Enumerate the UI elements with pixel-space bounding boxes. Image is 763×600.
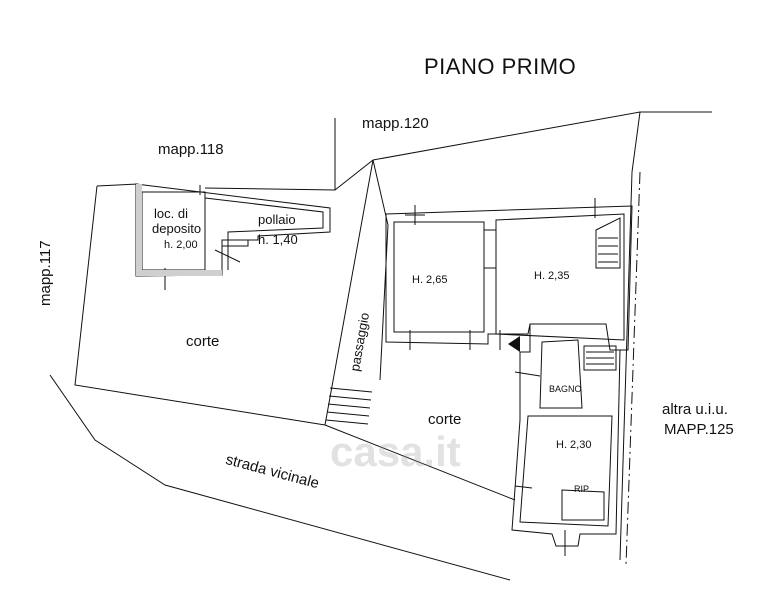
boundary-right-inner <box>619 171 633 561</box>
outbuilding-wall-fill <box>136 184 222 276</box>
label-loc-line1: loc. di <box>154 206 188 221</box>
boundary-right-outer <box>625 171 641 566</box>
boundary-passaggio <box>324 159 389 426</box>
label-loc-line2: deposito <box>152 221 202 236</box>
label-room2-height: H. 2,35 <box>534 270 570 282</box>
stair-marker <box>508 336 520 352</box>
watermark: casa.it <box>330 428 461 475</box>
steps <box>325 387 373 425</box>
label-mapp-118: mapp.118 <box>158 141 224 158</box>
main-building-lower <box>511 324 621 556</box>
label-pollaio: pollaio <box>258 212 296 227</box>
boundary-right-top <box>631 111 641 173</box>
label-corte-center: corte <box>428 411 462 428</box>
label-mapp-120: mapp.120 <box>362 115 429 132</box>
main-building-upper <box>385 198 633 351</box>
road-edge-upper <box>324 424 516 501</box>
label-room1-height: H. 2,65 <box>412 274 448 286</box>
label-bagno: BAGNO <box>549 384 582 394</box>
label-pollaio-height: h. 1,40 <box>258 232 298 247</box>
label-rip: RIP. <box>574 484 591 494</box>
boundary-left-lot <box>74 159 374 426</box>
label-corte-left: corte <box>186 333 220 350</box>
road-edge-lower <box>49 374 511 581</box>
label-room3-height: H. 2,30 <box>556 439 592 451</box>
label-mapp-117: mapp.117 <box>37 240 54 306</box>
label-loc-height: h. 2,00 <box>164 239 198 251</box>
label-altra-uiu-line1: altra u.i.u. <box>662 401 728 418</box>
label-altra-uiu-line2: MAPP.125 <box>664 421 734 438</box>
page-title: PIANO PRIMO <box>424 54 577 79</box>
